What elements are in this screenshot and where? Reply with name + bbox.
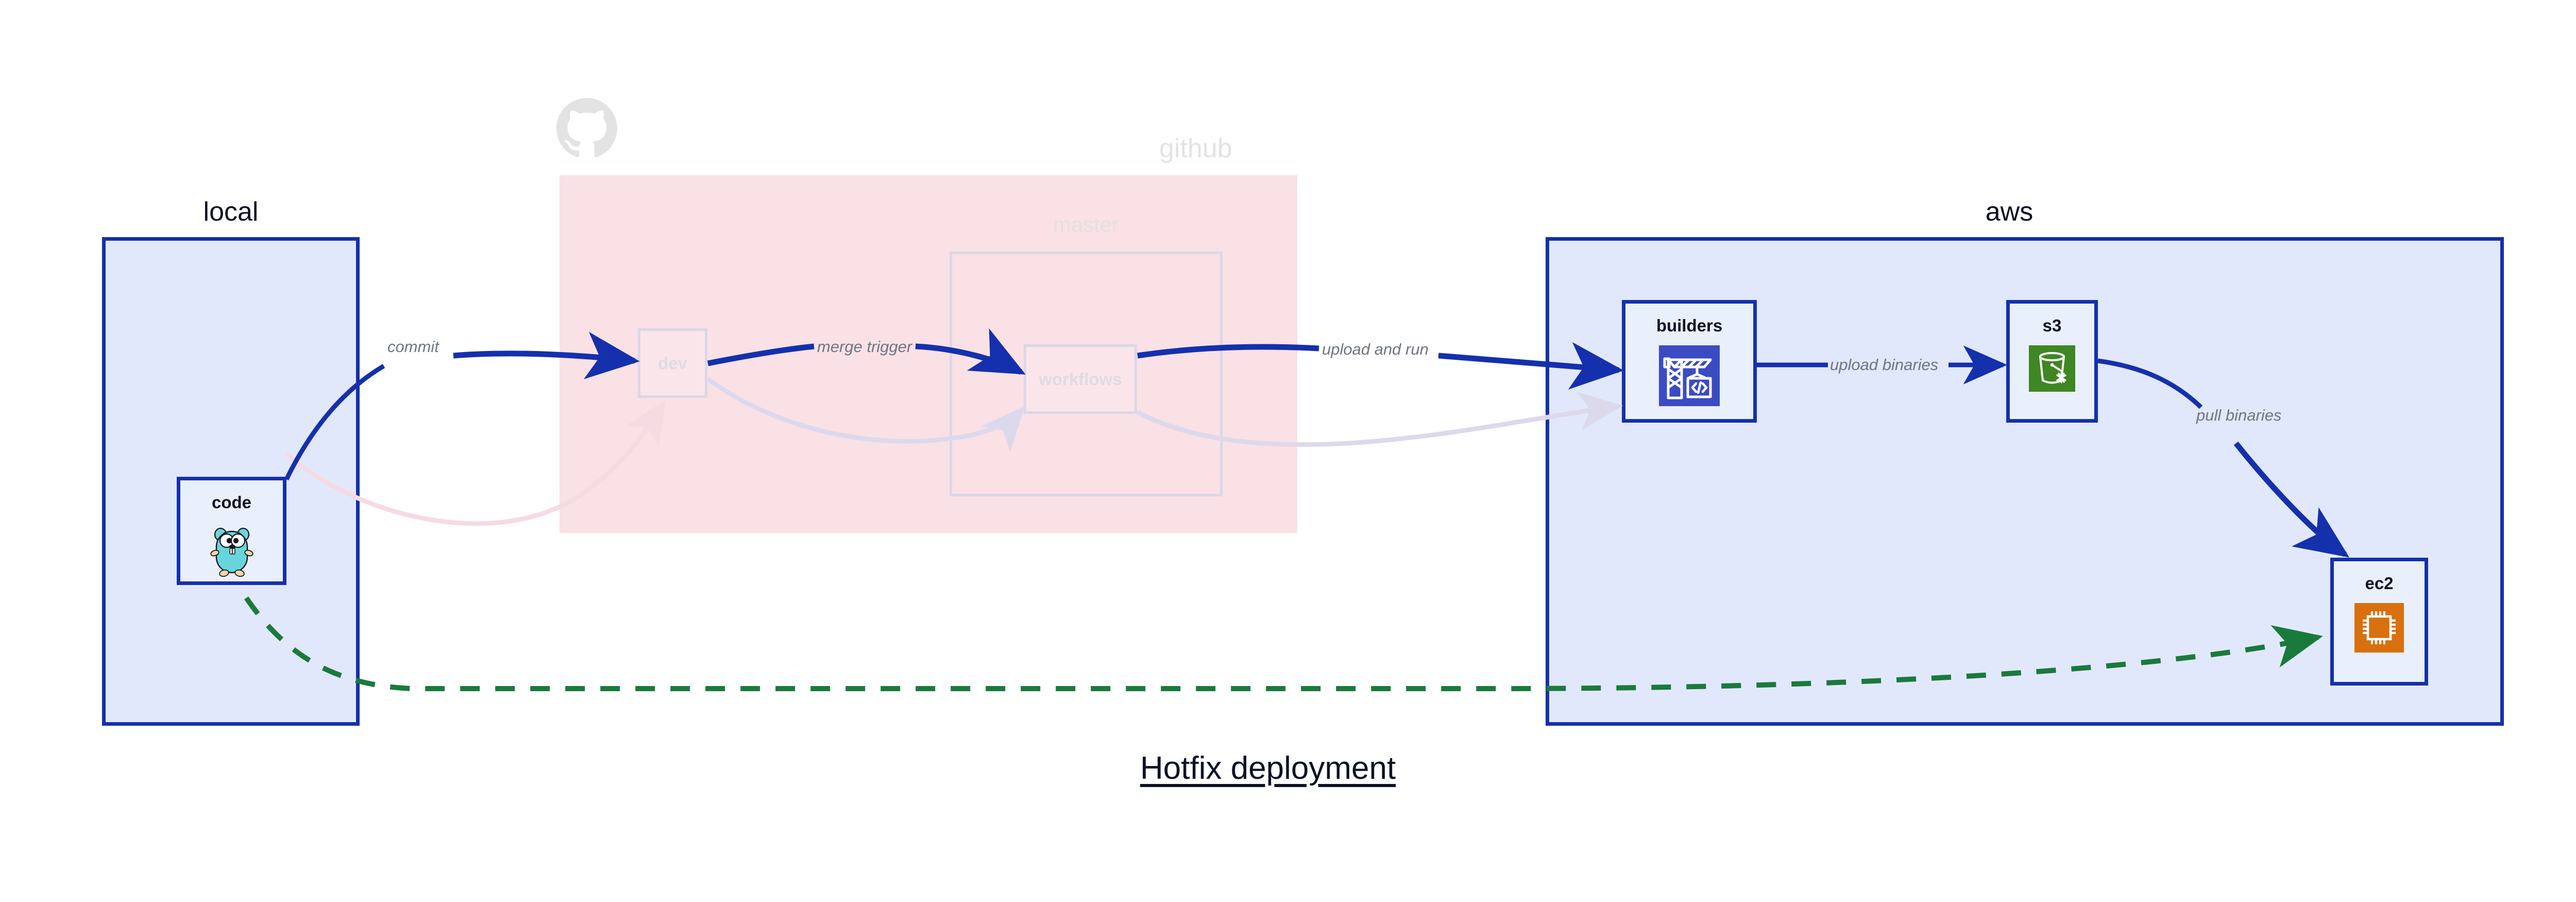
zone-aws-label: aws (1985, 197, 2033, 227)
edge-label-pull-binaries: pull binaries (2196, 406, 2282, 424)
aws-codebuild-crane-icon (1659, 345, 1720, 406)
diagram-caption: Hotfix deployment (1140, 750, 1396, 786)
node-dev[interactable]: dev (638, 328, 707, 398)
node-code-title: code (211, 493, 252, 512)
github-octocat-icon (556, 98, 617, 159)
node-dev-title: dev (658, 354, 687, 373)
zone-github-label: github (1159, 133, 1232, 163)
aws-ec2-chip-icon (2354, 603, 2404, 653)
node-master-label: master (1053, 212, 1120, 237)
node-builders-title: builders (1656, 316, 1723, 335)
aws-s3-bucket-icon (2029, 345, 2075, 392)
node-builders[interactable]: builders (1622, 300, 1757, 423)
node-s3[interactable]: s3 (2006, 300, 2098, 423)
node-code[interactable]: code (177, 477, 286, 585)
zone-local-label: local (203, 197, 259, 227)
edge-label-upload-and-run: upload and run (1322, 340, 1429, 358)
node-workflows-title: workflows (1039, 370, 1122, 389)
node-s3-title: s3 (2042, 316, 2062, 335)
node-ec2-title: ec2 (2365, 574, 2394, 593)
node-ec2[interactable]: ec2 (2330, 558, 2428, 686)
edge-label-merge-trigger: merge trigger (817, 338, 912, 356)
edge-label-commit: commit (387, 338, 439, 356)
go-gopher-icon (208, 522, 256, 578)
edge-label-upload-binaries: upload binaries (1830, 356, 1939, 374)
node-workflows[interactable]: workflows (1024, 344, 1137, 414)
